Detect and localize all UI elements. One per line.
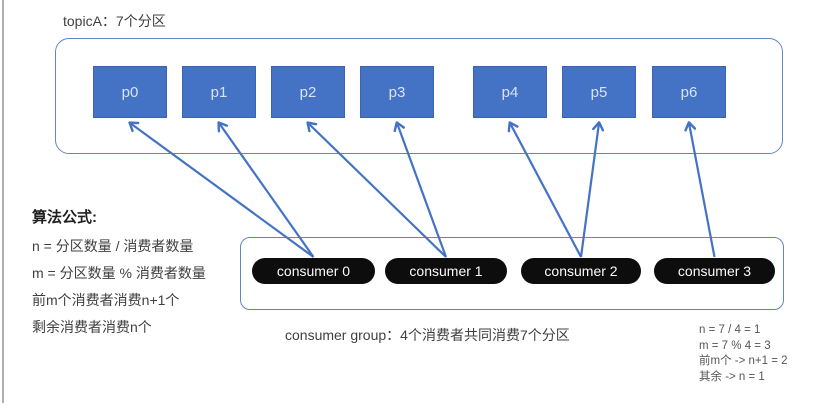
partition-box-p5: p5 [562, 66, 636, 118]
partition-label: p5 [590, 83, 608, 101]
consumer-pill-0: consumer 0 [252, 258, 375, 284]
partition-box-p4: p4 [473, 66, 547, 118]
partition-label: p0 [121, 83, 139, 101]
partition-box-p2: p2 [271, 66, 345, 118]
formula-lines: n = 分区数量 / 消费者数量 m = 分区数量 % 消费者数量前m个消费者消费… [32, 233, 262, 341]
partition-label: p2 [299, 83, 317, 101]
partition-label: p6 [680, 83, 698, 101]
partition-label: p1 [210, 83, 228, 101]
partition-label: p4 [501, 83, 519, 101]
partition-box-p1: p1 [182, 66, 256, 118]
algorithm-formula-block: 算法公式: n = 分区数量 / 消费者数量 m = 分区数量 % 消费者数量前m… [32, 206, 262, 341]
calculation-block: n = 7 / 4 = 1 m = 7 % 4 = 3 前m个 -> n+1 = 2… [699, 323, 788, 385]
calculation-lines: n = 7 / 4 = 1 m = 7 % 4 = 3 前m个 -> n+1 = 2… [699, 323, 788, 385]
calculation-line-2: 前m个 -> n+1 = 2 [699, 355, 788, 367]
topic-title: topicA：7个分区 [63, 13, 166, 29]
consumer-group-caption: consumer group：4个消费者共同消费7个分区 [285, 327, 570, 343]
partition-box-p6: p6 [652, 66, 726, 118]
consumer-pill-3: consumer 3 [654, 258, 775, 284]
formula-line-2: 前m个消费者消费n+1个 [32, 292, 180, 308]
formula-line-3: 剩余消费者消费n个 [32, 319, 152, 335]
partition-label: p3 [388, 83, 406, 101]
left-edge-divider [2, 0, 4, 403]
formula-line-1: m = 分区数量 % 消费者数量 [32, 265, 206, 281]
calculation-line-3: 其余 -> n = 1 [699, 370, 765, 383]
consumer-label: consumer 3 [677, 263, 752, 279]
consumer-pill-1: consumer 1 [385, 258, 507, 284]
partition-box-p0: p0 [93, 66, 167, 118]
consumer-label: consumer 0 [276, 263, 351, 279]
consumer-label: consumer 1 [409, 263, 483, 279]
partition-box-p3: p3 [360, 66, 434, 118]
consumer-label: consumer 2 [544, 263, 618, 279]
formula-heading: 算法公式: [32, 209, 97, 226]
calculation-line-1: m = 7 % 4 = 3 [699, 339, 771, 352]
formula-line-0: n = 分区数量 / 消费者数量 [32, 238, 194, 254]
calculation-line-0: n = 7 / 4 = 1 [699, 324, 761, 336]
consumer-pill-2: consumer 2 [521, 258, 641, 284]
